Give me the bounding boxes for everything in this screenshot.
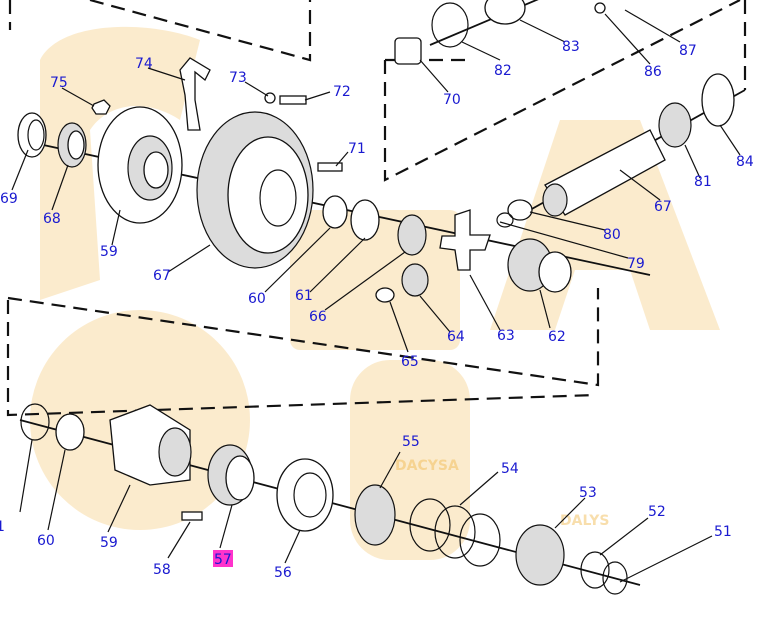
part-52-washer[interactable] bbox=[580, 551, 610, 589]
label-68[interactable]: 68 bbox=[43, 211, 61, 227]
label-55[interactable]: 55 bbox=[402, 434, 420, 450]
part-70-seal[interactable] bbox=[394, 37, 422, 65]
part-67-pinion-shaft[interactable] bbox=[542, 129, 666, 217]
label-73[interactable]: 73 bbox=[229, 70, 247, 86]
part-60-bottom-cup[interactable] bbox=[55, 413, 85, 451]
part-81-bearing[interactable] bbox=[658, 102, 692, 148]
label-66[interactable]: 66 bbox=[309, 309, 327, 325]
label-81[interactable]: 81 bbox=[694, 174, 712, 190]
label-53[interactable]: 53 bbox=[579, 485, 597, 501]
part-86-bolt[interactable] bbox=[594, 2, 606, 14]
label-65[interactable]: 65 bbox=[401, 354, 419, 370]
label-60-bottom[interactable]: 60 bbox=[37, 533, 55, 549]
watermark-brand: DACYSA bbox=[395, 458, 459, 474]
label-59-bottom[interactable]: 59 bbox=[100, 535, 118, 551]
label-64[interactable]: 64 bbox=[447, 329, 465, 345]
part-72-bolt[interactable] bbox=[264, 92, 307, 105]
part-84-cup[interactable] bbox=[701, 73, 735, 127]
part-56-collar[interactable] bbox=[276, 458, 334, 532]
label-74[interactable]: 74 bbox=[135, 56, 153, 72]
part-75-nut[interactable] bbox=[91, 99, 111, 115]
label-70[interactable]: 70 bbox=[443, 92, 461, 108]
label-86[interactable]: 86 bbox=[644, 64, 662, 80]
label-56[interactable]: 56 bbox=[274, 565, 292, 581]
label-51[interactable]: 51 bbox=[714, 524, 732, 540]
part-82-oring[interactable] bbox=[431, 2, 469, 48]
part-55-clutch-plate[interactable] bbox=[354, 484, 396, 546]
label-61[interactable]: 61 bbox=[295, 288, 313, 304]
part-59-case-bottom[interactable] bbox=[109, 404, 192, 486]
label-54[interactable]: 54 bbox=[501, 461, 519, 477]
part-57-clutch-gear[interactable] bbox=[207, 444, 255, 506]
part-62-side-gear[interactable] bbox=[507, 238, 572, 293]
label-67-ring-gear[interactable]: 67 bbox=[153, 268, 171, 284]
part-68-bearing-cone[interactable] bbox=[57, 122, 87, 168]
part-60-bearing-cone[interactable] bbox=[322, 195, 348, 229]
label-75[interactable]: 75 bbox=[50, 75, 68, 91]
part-65-thrust-washer[interactable] bbox=[375, 287, 395, 303]
label-52[interactable]: 52 bbox=[648, 504, 666, 520]
label-69[interactable]: 69 bbox=[0, 191, 18, 207]
part-59-case-half[interactable] bbox=[97, 106, 183, 224]
label-80[interactable]: 80 bbox=[603, 227, 621, 243]
part-80-washer[interactable] bbox=[507, 199, 533, 221]
label-60-top[interactable]: 60 bbox=[248, 291, 266, 307]
label-62[interactable]: 62 bbox=[548, 329, 566, 345]
label-82[interactable]: 82 bbox=[494, 63, 512, 79]
part-64-pinion[interactable] bbox=[401, 263, 429, 297]
part-66-side-gear[interactable] bbox=[397, 214, 427, 256]
part-74-lock-bracket[interactable] bbox=[179, 57, 211, 131]
label-84[interactable]: 84 bbox=[736, 154, 754, 170]
label-79[interactable]: 79 bbox=[627, 256, 645, 272]
highlight-box bbox=[213, 550, 233, 567]
part-labels: 1 51 52 53 54 55 56 57 58 59 59 60 60 61… bbox=[0, 39, 754, 581]
part-63-spider[interactable] bbox=[439, 209, 491, 271]
part-71-bolt[interactable] bbox=[317, 162, 343, 172]
watermark-sub: DALYS bbox=[560, 513, 609, 529]
part-79-retainer[interactable] bbox=[496, 212, 514, 228]
part-1-snap-ring[interactable] bbox=[20, 403, 50, 441]
section-borders bbox=[6, 0, 747, 417]
label-72[interactable]: 72 bbox=[333, 84, 351, 100]
part-54-spring[interactable] bbox=[409, 498, 501, 567]
label-59-top[interactable]: 59 bbox=[100, 244, 118, 260]
label-71[interactable]: 71 bbox=[348, 141, 366, 157]
part-83-housing[interactable] bbox=[484, 0, 526, 25]
label-58[interactable]: 58 bbox=[153, 562, 171, 578]
label-57[interactable]: 57 bbox=[214, 552, 232, 568]
part-67-ring-gear[interactable] bbox=[196, 111, 314, 269]
label-63[interactable]: 63 bbox=[497, 328, 515, 344]
part-58-bolt[interactable] bbox=[181, 511, 203, 521]
leader-lines bbox=[11, 9, 741, 583]
label-1[interactable]: 1 bbox=[0, 519, 5, 535]
watermark: DACYSA DALYS bbox=[30, 26, 720, 560]
label-83[interactable]: 83 bbox=[562, 39, 580, 55]
part-61-cup[interactable] bbox=[350, 199, 380, 241]
part-69-cup[interactable] bbox=[17, 112, 47, 158]
part-53-hub[interactable] bbox=[515, 524, 565, 586]
label-87[interactable]: 87 bbox=[679, 43, 697, 59]
label-67-pinion[interactable]: 67 bbox=[654, 199, 672, 215]
